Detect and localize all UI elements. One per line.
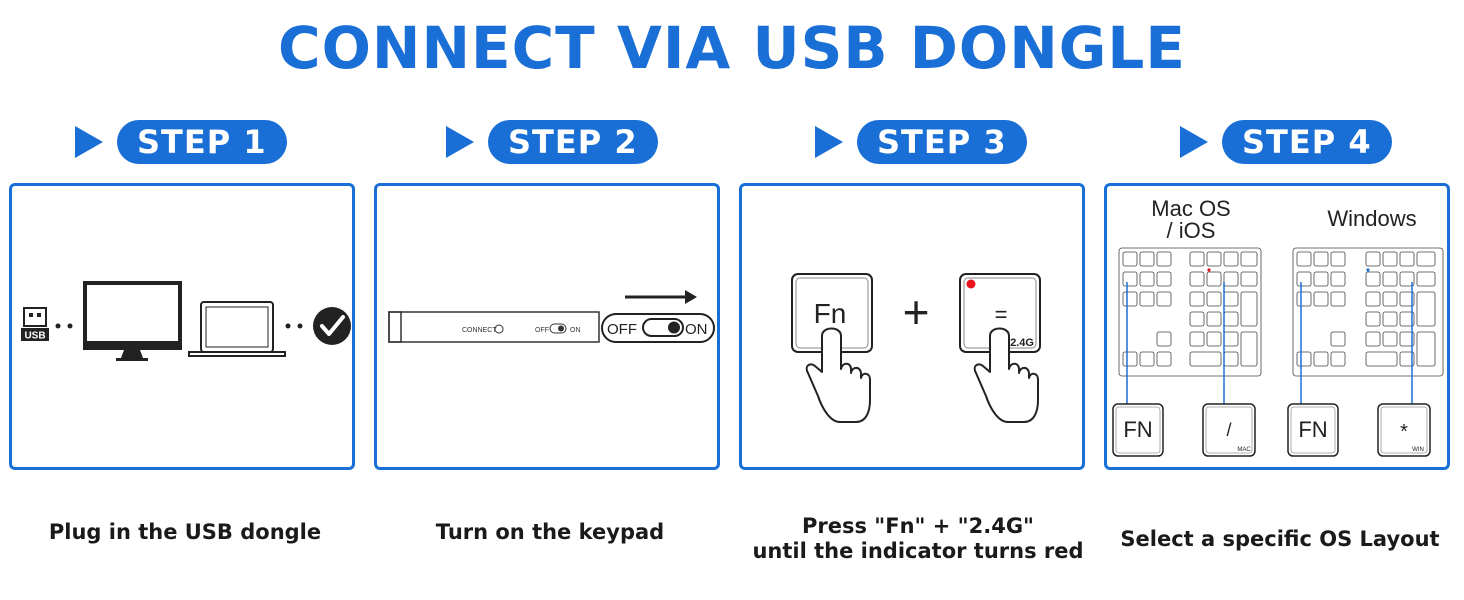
step-4-label: STEP 4 [1222, 120, 1392, 164]
step-2-caption: Turn on the keypad [435, 520, 665, 544]
step-3-panel: Fn + = 2.4G [739, 183, 1085, 470]
monitor-icon [83, 281, 182, 361]
windows-title: Windows [1327, 206, 1416, 231]
laptop-icon [188, 301, 286, 357]
step-1-header: STEP 1 [75, 120, 287, 164]
pointing-hand-icon [973, 327, 1039, 423]
step-arrow-icon [446, 126, 474, 158]
mac-slash-key: / MAC [1202, 403, 1256, 457]
win-fn-key: FN [1287, 403, 1339, 457]
power-switch-zoom: OFF ON [601, 313, 715, 343]
step-3-illustration: Fn + = 2.4G [791, 273, 1041, 423]
red-indicator-icon [966, 279, 976, 289]
step-4-caption: Select a specific OS Layout [1120, 527, 1440, 551]
step-arrow-icon [75, 126, 103, 158]
off-label: OFF [535, 327, 549, 334]
step-2-panel: CONNECT OFF ON OFF ON [374, 183, 720, 470]
step-3-header: STEP 3 [815, 120, 1027, 164]
mac-fn-key: FN [1112, 403, 1164, 457]
zoom-off-label: OFF [607, 321, 637, 338]
key-sublabel: 2.4G [1010, 337, 1034, 349]
step-2-illustration: CONNECT OFF ON OFF ON [388, 290, 715, 343]
keypad-side-icon [388, 311, 600, 343]
step-3-caption: Press "Fn" + "2.4G" until the indicator … [738, 514, 1098, 564]
step-1-caption: Plug in the USB dongle [48, 520, 322, 544]
on-label: ON [570, 327, 581, 334]
zoom-on-label: ON [685, 321, 708, 338]
win-key-label: * [1400, 421, 1408, 443]
connect-label: CONNECT [462, 327, 497, 334]
mac-fn-label: FN [1123, 417, 1152, 442]
mac-key-label: / [1226, 420, 1231, 440]
step-1-panel: USB [9, 183, 355, 470]
step-1-label: STEP 1 [117, 120, 287, 164]
key-callout-lines [1126, 282, 1413, 404]
step-arrow-icon [815, 126, 843, 158]
step-arrow-icon [1180, 126, 1208, 158]
win-sublabel: WIN [1412, 447, 1424, 453]
windows-keypad-icon [1292, 247, 1444, 377]
step-4-header: STEP 4 [1180, 120, 1392, 164]
page-title: CONNECT VIA USB DONGLE [278, 14, 1186, 82]
usb-label: USB [24, 331, 45, 342]
mac-os-title: Mac OS [1151, 196, 1230, 221]
step-3-label: STEP 3 [857, 120, 1027, 164]
checkmark-icon [313, 307, 351, 345]
mac-keypad-icon [1118, 247, 1262, 377]
step-3-caption-line-1: Press "Fn" + "2.4G" [801, 514, 1034, 538]
fn-key: Fn [791, 273, 873, 353]
step-2-header: STEP 2 [446, 120, 658, 164]
fn-key-label: Fn [814, 298, 847, 329]
arrow-right-icon [625, 290, 697, 304]
equals-key-label: = [995, 302, 1008, 327]
win-asterisk-key: * WIN [1377, 403, 1431, 457]
pointing-hand-icon [805, 327, 871, 423]
ios-title: / iOS [1167, 218, 1216, 243]
win-fn-label: FN [1298, 417, 1327, 442]
mac-sublabel: MAC [1237, 447, 1251, 453]
plus-sign: + [903, 286, 930, 338]
step-2-label: STEP 2 [488, 120, 658, 164]
step-4-panel: Mac OS / iOS Windows [1104, 183, 1450, 470]
usb-dongle-icon: USB [21, 307, 49, 342]
step-4-illustration: Mac OS / iOS Windows [1112, 196, 1444, 457]
equals-2.4g-key: = 2.4G [959, 273, 1041, 353]
step-3-caption-line-2: until the indicator turns red [752, 539, 1084, 563]
step-1-illustration: USB [21, 281, 351, 361]
